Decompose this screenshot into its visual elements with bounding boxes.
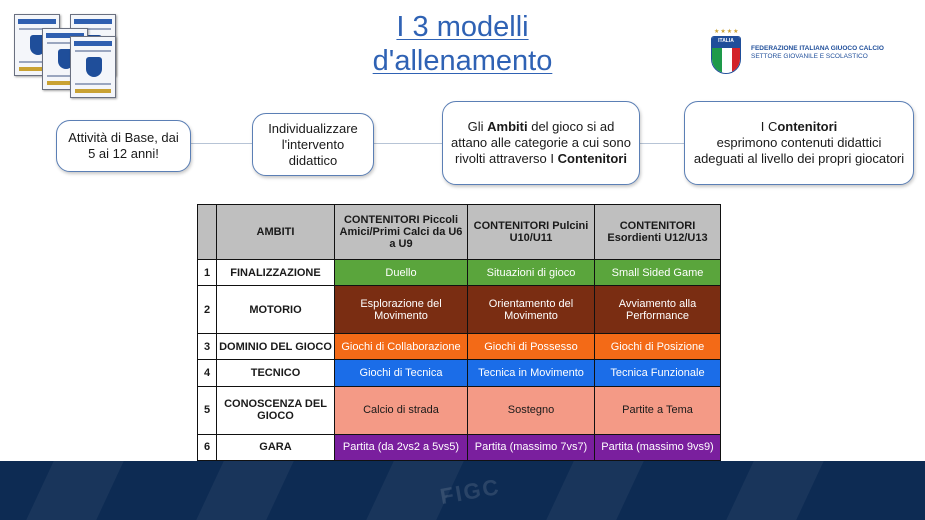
content-cell: Giochi di Posizione [594, 333, 721, 361]
content-cell: Giochi di Collaborazione [334, 333, 468, 361]
figc-shield-icon: ITALIA [711, 36, 741, 74]
flow-box-contenitori: I Contenitori esprimono contenuti didatt… [684, 101, 914, 185]
document-thumbnails [14, 14, 124, 98]
header-index [197, 204, 217, 260]
stars-icon: ★★★★ [714, 29, 740, 35]
content-cell: Situazioni di gioco [467, 258, 595, 287]
shield-word: ITALIA [718, 38, 734, 44]
row-number: 1 [197, 258, 217, 287]
table-header-row: AMBITI CONTENITORI Piccoli Amici/Primi C… [197, 204, 721, 260]
content-cell: Calcio di strada [334, 385, 468, 435]
content-cell: Sostegno [467, 385, 595, 435]
header-esordienti: CONTENITORI Esordienti U12/U13 [594, 204, 721, 260]
table-row: 1 FINALIZZAZIONE Duello Situazioni di gi… [197, 258, 721, 287]
row-number: 5 [197, 385, 217, 435]
ambito-cell: TECNICO [216, 359, 335, 387]
ambito-cell: GARA [216, 433, 335, 461]
ambito-cell: MOTORIO [216, 285, 335, 335]
row-number: 3 [197, 333, 217, 361]
content-cell: Orientamento del Movimento [467, 285, 595, 335]
content-cell: Giochi di Possesso [467, 333, 595, 361]
content-cell: Tecnica Funzionale [594, 359, 721, 387]
content-cell: Duello [334, 258, 468, 287]
table-row: 4 TECNICO Giochi di Tecnica Tecnica in M… [197, 359, 721, 387]
table-row: 6 GARA Partita (da 2vs2 a 5vs5) Partita … [197, 433, 721, 461]
content-cell: Partite a Tema [594, 385, 721, 435]
flow-box-text: Individualizzare l'intervento didattico [268, 120, 358, 168]
figc-logo: ★★★★ ITALIA FEDERAZIONE ITALIANA GIUOCO … [709, 28, 889, 76]
row-number: 6 [197, 433, 217, 461]
content-cell: Tecnica in Movimento [467, 359, 595, 387]
table-row: 5 CONOSCENZA DEL GIOCO Calcio di strada … [197, 385, 721, 435]
ambito-cell: CONOSCENZA DEL GIOCO [216, 385, 335, 435]
bold-ambiti: Ambiti [487, 119, 528, 134]
page-title: I 3 modelli d'allenamento [300, 10, 625, 78]
title-line-1: I 3 modelli [396, 11, 529, 43]
header-ambiti: AMBITI [216, 204, 335, 260]
flow-connector [120, 143, 720, 144]
content-cell: Partita (massimo 7vs7) [467, 433, 595, 461]
content-cell: Avviamento alla Performance [594, 285, 721, 335]
content-cell: Small Sided Game [594, 258, 721, 287]
header-pulcini: CONTENITORI Pulcini U10/U11 [467, 204, 595, 260]
ambito-cell: DOMINIO DEL GIOCO [216, 333, 335, 361]
content-cell: Partita (da 2vs2 a 5vs5) [334, 433, 468, 461]
logo-federation-name: FEDERAZIONE ITALIANA GIUOCO CALCIO [751, 45, 884, 52]
content-cell: Partita (massimo 9vs9) [594, 433, 721, 461]
footer-band: FIGC [0, 461, 925, 520]
content-cell: Esplorazione del Movimento [334, 285, 468, 335]
row-number: 2 [197, 285, 217, 335]
flow-box-individualizzare: Individualizzare l'intervento didattico [252, 113, 374, 176]
flow-box-ambiti: Gli Ambiti del gioco si ad attano alle c… [442, 101, 640, 185]
table-row: 3 DOMINIO DEL GIOCO Giochi di Collaboraz… [197, 333, 721, 361]
bold-contenitori: ontenitori [777, 119, 838, 134]
ambiti-contenitori-table: AMBITI CONTENITORI Piccoli Amici/Primi C… [197, 204, 721, 461]
flow-box-attivita: Attività di Base, dai 5 ai 12 anni! [56, 120, 191, 172]
flow-box-text: I Contenitori esprimono contenuti didatt… [693, 119, 905, 166]
logo-sector-name: SETTORE GIOVANILE E SCOLASTICO [751, 53, 868, 60]
table-row: 2 MOTORIO Esplorazione del Movimento Ori… [197, 285, 721, 335]
flow-box-text: Gli Ambiti del gioco si ad attano alle c… [451, 119, 631, 166]
header-piccoli-amici: CONTENITORI Piccoli Amici/Primi Calci da… [334, 204, 468, 260]
document-thumbnail [70, 36, 116, 98]
bold-contenitori: Contenitori [557, 151, 627, 166]
title-line-2: d'allenamento [372, 45, 553, 77]
flow-box-text: Attività di Base, dai 5 ai 12 anni! [68, 130, 179, 161]
ambito-cell: FINALIZZAZIONE [216, 258, 335, 287]
row-number: 4 [197, 359, 217, 387]
content-cell: Giochi di Tecnica [334, 359, 468, 387]
